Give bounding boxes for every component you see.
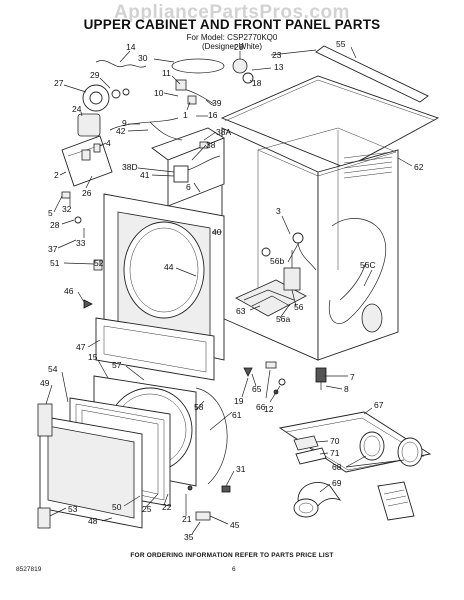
callout-25: 25 — [142, 504, 152, 514]
callout-65: 65 — [252, 384, 262, 394]
callout-20: 20 — [234, 42, 244, 52]
callout-21: 21 — [182, 514, 192, 524]
callout-38d: 38D — [122, 162, 138, 172]
callout-14: 14 — [126, 42, 136, 52]
callout-42: 42 — [116, 126, 126, 136]
callout-41: 41 — [140, 170, 150, 180]
callout-15: 15 — [88, 352, 98, 362]
callout-69: 69 — [332, 478, 342, 488]
callout-54: 54 — [48, 364, 58, 374]
page-title: UPPER CABINET AND FRONT PANEL PARTS — [83, 17, 381, 32]
callout-57: 57 — [112, 360, 122, 370]
callout-2: 2 — [54, 170, 59, 180]
document-number: 8527819 — [16, 566, 42, 573]
callout-19: 19 — [234, 396, 244, 406]
callout-6: 6 — [186, 182, 191, 192]
callout-67: 67 — [374, 400, 384, 410]
callout-33: 33 — [76, 238, 86, 248]
callout-62: 62 — [414, 162, 424, 172]
cabinet-left-face — [221, 127, 319, 361]
callout-55: 55 — [336, 39, 346, 49]
leader-lines — [45, 46, 413, 535]
callout-26: 26 — [82, 188, 92, 198]
callout-32: 32 — [62, 204, 72, 214]
model-line: For Model: CSP2770KQ0 — [186, 33, 278, 42]
callout-5: 5 — [48, 208, 53, 218]
top-panel-drawing — [220, 75, 440, 169]
callout-61: 61 — [232, 410, 242, 420]
callout-28: 28 — [50, 220, 60, 230]
callout-38a: 38A — [216, 127, 231, 137]
callout-4: 4 — [106, 138, 111, 148]
callout-53: 53 — [68, 504, 78, 514]
callout-49: 49 — [40, 378, 50, 388]
callout-45: 45 — [230, 520, 240, 530]
part-drawings — [37, 45, 440, 529]
callout-11: 11 — [162, 68, 171, 78]
callout-29: 29 — [90, 70, 100, 80]
callout-40: 40 — [212, 227, 222, 237]
callout-56b: 56b — [270, 256, 284, 266]
callout-46: 46 — [64, 286, 74, 296]
callout-24: 24 — [72, 104, 82, 114]
callout-23: 23 — [272, 50, 282, 60]
watermark: AppliancePartsPros.com — [114, 2, 350, 23]
callout-1: 1 — [183, 110, 188, 120]
callout-27: 27 — [54, 78, 64, 88]
callout-52: 52 — [94, 258, 104, 268]
callout-18: 18 — [252, 78, 262, 88]
callout-37: 37 — [48, 244, 58, 254]
callout-48: 48 — [88, 516, 98, 526]
callout-8: 8 — [344, 384, 349, 394]
callout-labels: 14 30 20 23 55 27 29 11 18 13 24 10 1 39… — [40, 39, 424, 542]
callout-7: 7 — [350, 372, 355, 382]
callout-68: 68 — [332, 462, 342, 472]
callout-10: 10 — [154, 88, 164, 98]
callout-9: 9 — [122, 118, 127, 128]
callout-3: 3 — [276, 206, 281, 216]
callout-12: 12 — [264, 404, 274, 414]
callout-22: 22 — [162, 502, 172, 512]
callout-63: 63 — [236, 306, 246, 316]
callout-31: 31 — [236, 464, 246, 474]
callout-70: 70 — [330, 436, 340, 446]
callout-56a: 56a — [276, 314, 290, 324]
callout-58: 58 — [194, 402, 204, 412]
callout-38: 38 — [206, 140, 216, 150]
callout-66: 66 — [256, 402, 266, 412]
callout-50: 50 — [112, 502, 122, 512]
callout-35: 35 — [184, 532, 194, 542]
callout-13: 13 — [274, 62, 284, 72]
callout-56: 56 — [294, 302, 304, 312]
callout-51: 51 — [50, 258, 60, 268]
callout-71: 71 — [330, 448, 340, 458]
callout-16: 16 — [208, 110, 218, 120]
callout-30: 30 — [138, 53, 148, 63]
page-number: 6 — [232, 566, 236, 573]
rear-rail-drawing — [315, 45, 429, 103]
callout-56c: 56C — [360, 260, 376, 270]
callout-44: 44 — [164, 262, 174, 272]
cabinet-right-face — [317, 149, 399, 361]
variant-line: (Designer White) — [201, 42, 262, 51]
ordering-note: FOR ORDERING INFORMATION REFER TO PARTS … — [130, 552, 334, 559]
callout-39: 39 — [212, 98, 222, 108]
callout-47: 47 — [76, 342, 86, 352]
